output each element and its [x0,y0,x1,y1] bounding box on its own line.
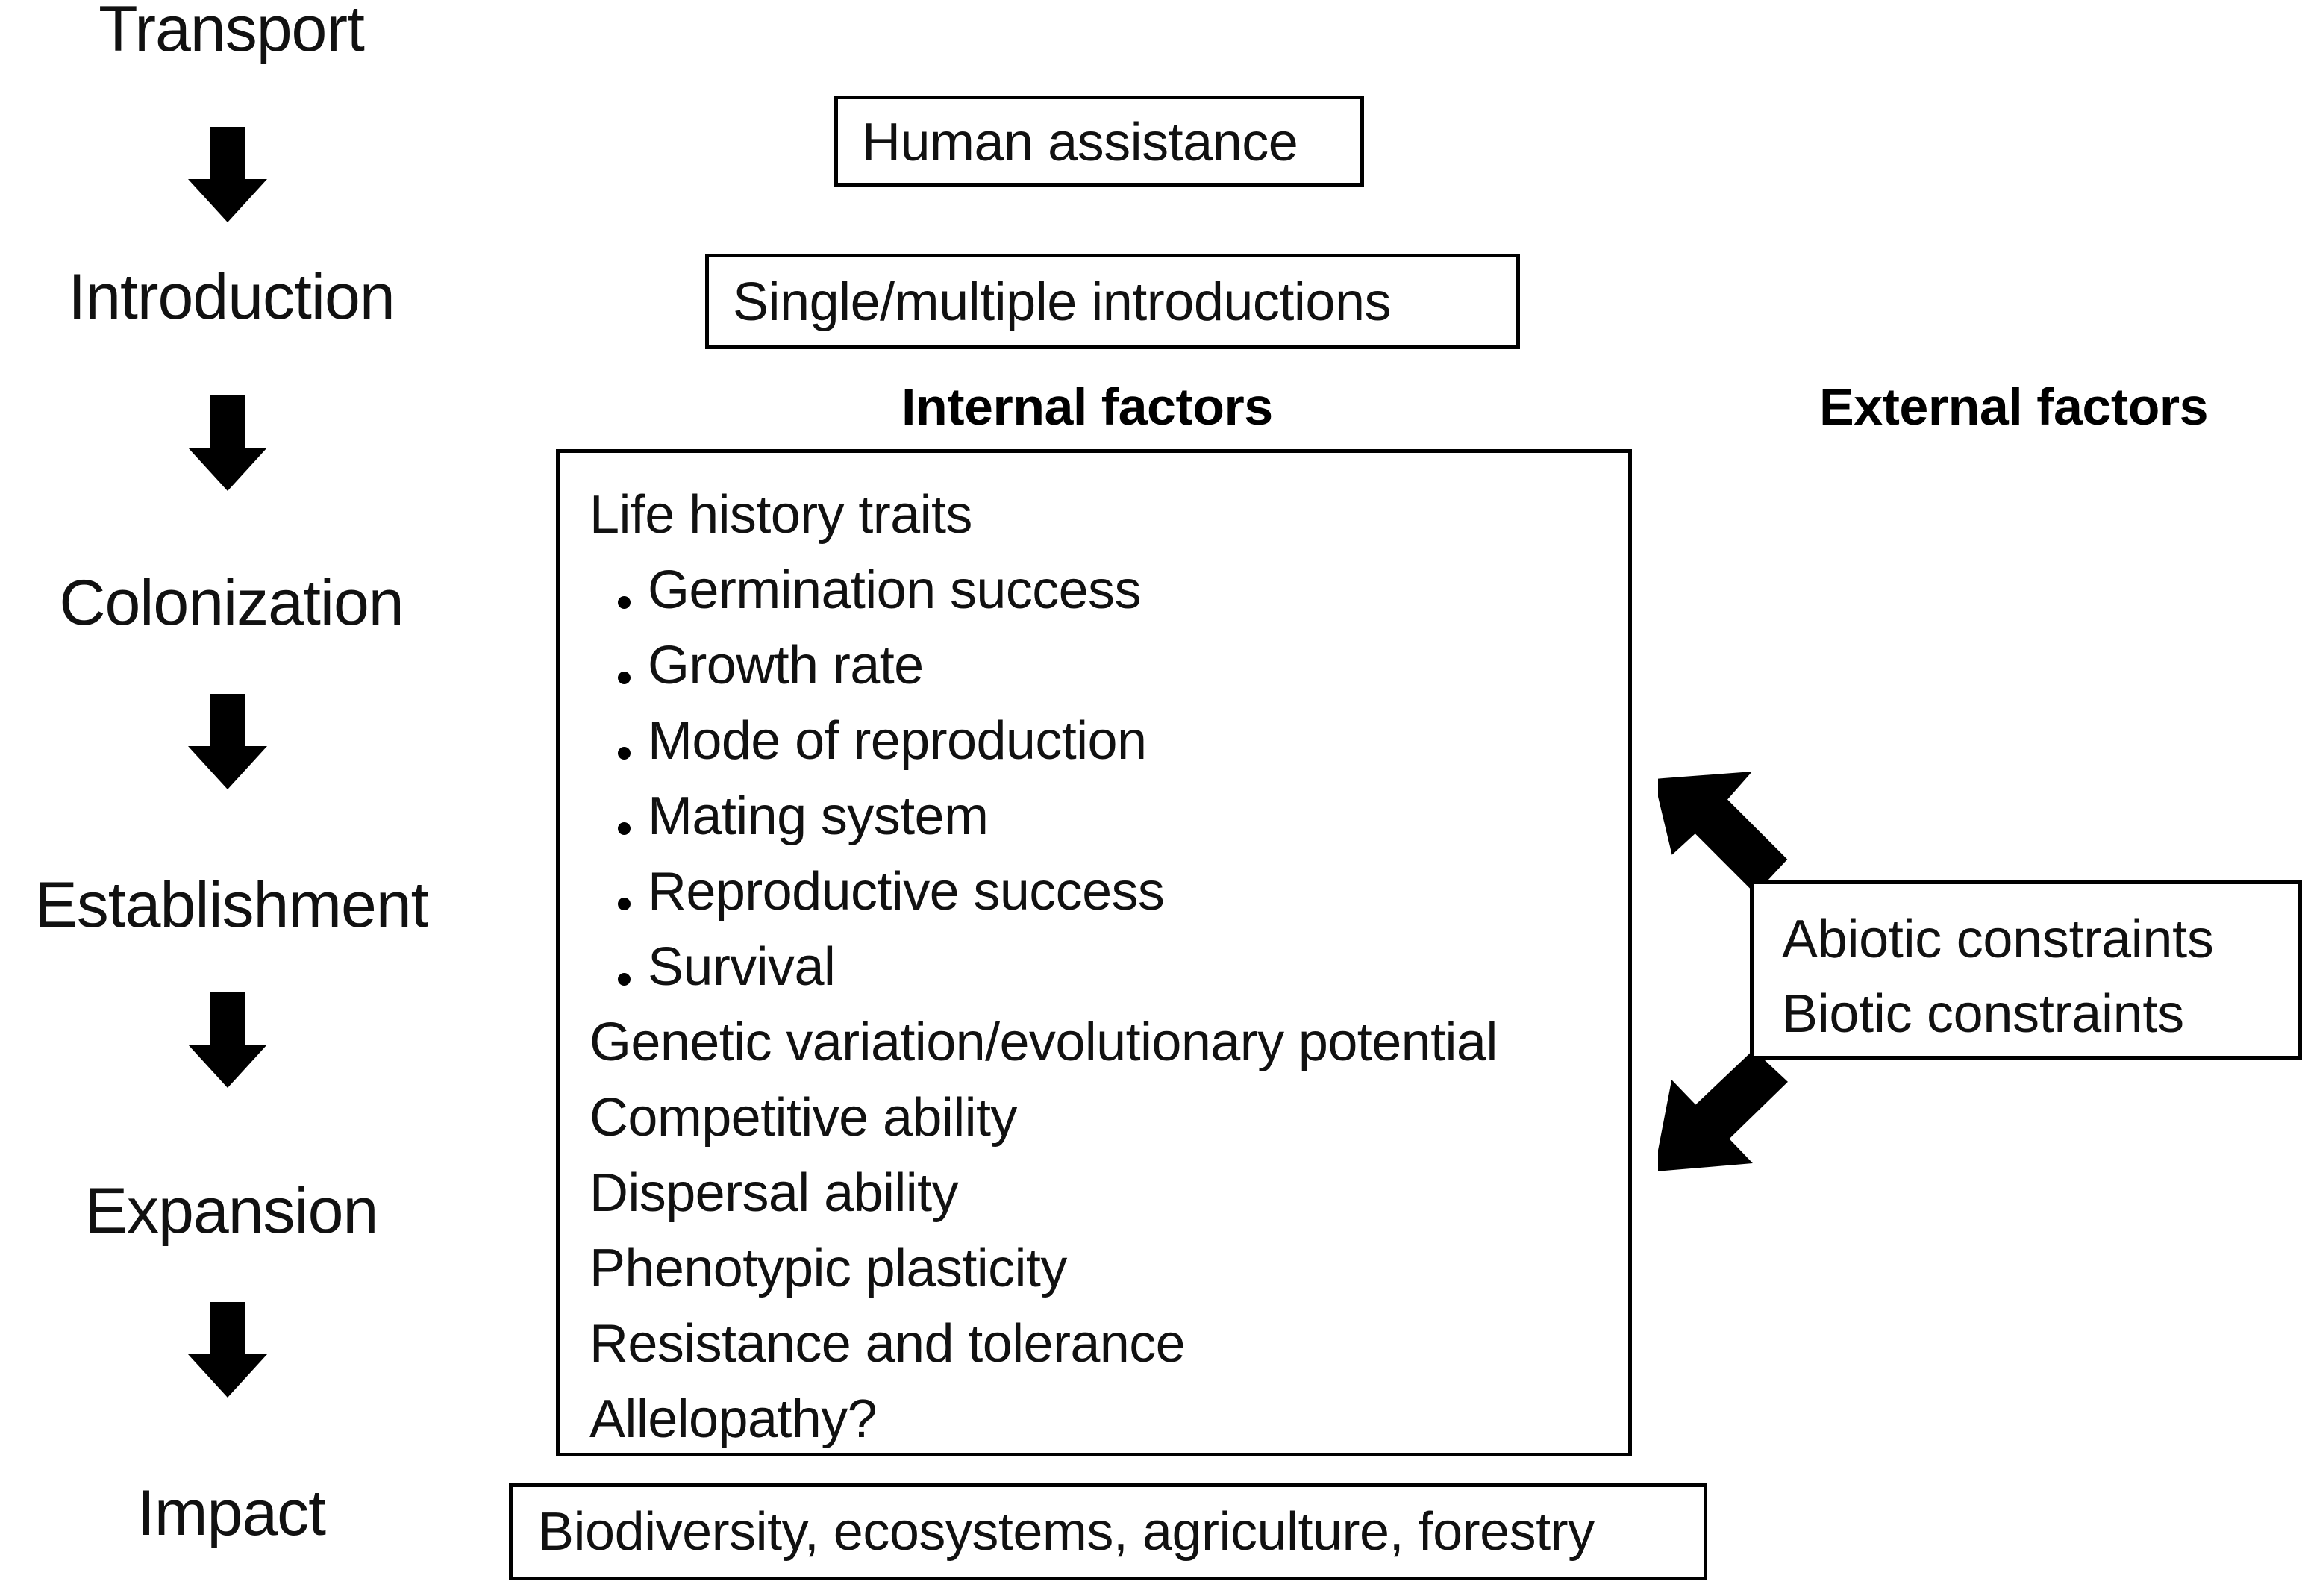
introductions-label: Single/multiple introductions [733,272,1391,332]
bullet-icon [618,672,631,684]
internal-factors-heading: Internal factors [901,378,1273,436]
list-item-label: Growth rate [648,636,924,695]
list-item: Dispersal ability [589,1163,959,1223]
down-arrow-icon [168,992,287,1088]
bullet-icon [618,822,631,835]
bullet-icon [618,898,631,910]
list-item-label: Survival [648,937,836,997]
human-assistance-box: Human assistance [834,96,1364,187]
introductions-box: Single/multiple introductions [705,254,1520,349]
list-item: Resistance and tolerance [589,1314,1186,1374]
list-item: Germination success [589,553,1604,628]
internal-factors-list: Life history traits Germination success … [589,478,1604,1457]
life-history-traits-heading: Life history traits [589,485,972,545]
list-item-label: Mating system [648,786,989,846]
list-item: Genetic variation/evolutionary potential [589,1013,1498,1072]
down-arrow-icon [168,694,287,789]
bullet-icon [618,596,631,609]
constraints-text-group: Abiotic constraints Biotic constraints [1782,902,2214,1051]
stage-label-impact: Impact [137,1477,326,1549]
list-item: Mode of reproduction [589,704,1604,779]
impact-box: Biodiversity, ecosystems, agriculture, f… [509,1483,1707,1580]
external-factors-heading: External factors [1819,378,2209,436]
bullet-icon [618,973,631,986]
internal-factors-box [556,449,1632,1456]
list-item: Mating system [589,779,1604,854]
stage-label-establishment: Establishment [34,869,428,941]
list-item: Phenotypic plasticity [589,1239,1067,1298]
constraints-box: Abiotic constraints Biotic constraints [1750,880,2302,1060]
human-assistance-label: Human assistance [862,113,1298,172]
abiotic-constraints-label: Abiotic constraints [1782,910,2214,969]
list-item-label: Mode of reproduction [648,711,1147,771]
stage-label-transport: Transport [98,0,365,65]
list-item-label: Reproductive success [648,862,1165,921]
list-item: Allelopathy? [589,1389,878,1449]
down-arrow-icon [168,1302,287,1398]
stage-label-colonization: Colonization [59,567,404,639]
bullet-icon [618,747,631,760]
stage-label-introduction: Introduction [68,261,395,333]
down-arrow-icon [168,395,287,491]
arrow-down-left-icon [1658,1043,1830,1215]
arrow-up-left-icon [1658,763,1830,934]
biotic-constraints-label: Biotic constraints [1782,984,2184,1044]
down-arrow-icon [168,127,287,222]
list-item: Competitive ability [589,1088,1017,1148]
stage-label-expansion: Expansion [84,1175,379,1247]
list-item-label: Germination success [648,560,1141,620]
list-item: Growth rate [589,628,1604,704]
list-item: Survival [589,930,1604,1005]
impact-label: Biodiversity, ecosystems, agriculture, f… [538,1502,1595,1562]
list-item: Reproductive success [589,854,1604,930]
